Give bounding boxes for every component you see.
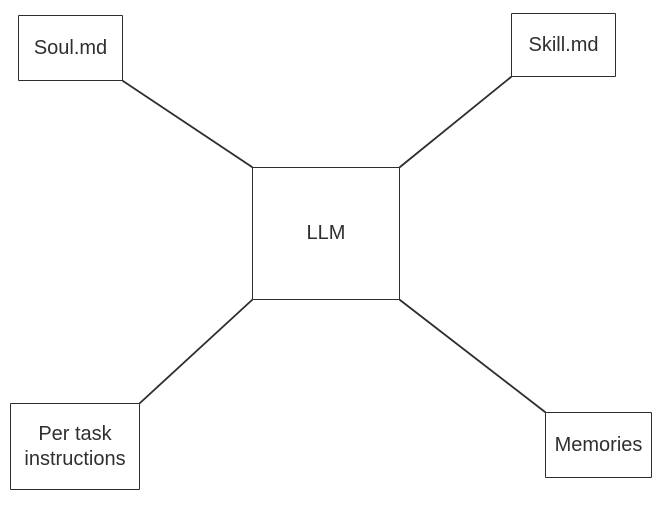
connector-pertask-to-llm — [139, 299, 253, 404]
node-soul-md: Soul.md — [18, 15, 123, 81]
node-memories: Memories — [545, 412, 652, 478]
node-memories-label: Memories — [554, 433, 643, 456]
node-llm-label: LLM — [306, 222, 346, 244]
node-per-task-instructions-label: Per task instructions — [24, 422, 126, 470]
connector-soul-to-llm — [122, 80, 253, 168]
node-soul-md-label: Soul.md — [33, 36, 108, 59]
node-per-task-instructions: Per task instructions — [10, 403, 140, 490]
connector-memories-to-llm — [399, 299, 546, 413]
node-skill-md: Skill.md — [511, 13, 616, 77]
connector-skill-to-llm — [399, 76, 512, 168]
node-skill-md-label: Skill.md — [528, 33, 599, 56]
node-llm: LLM — [252, 167, 400, 300]
